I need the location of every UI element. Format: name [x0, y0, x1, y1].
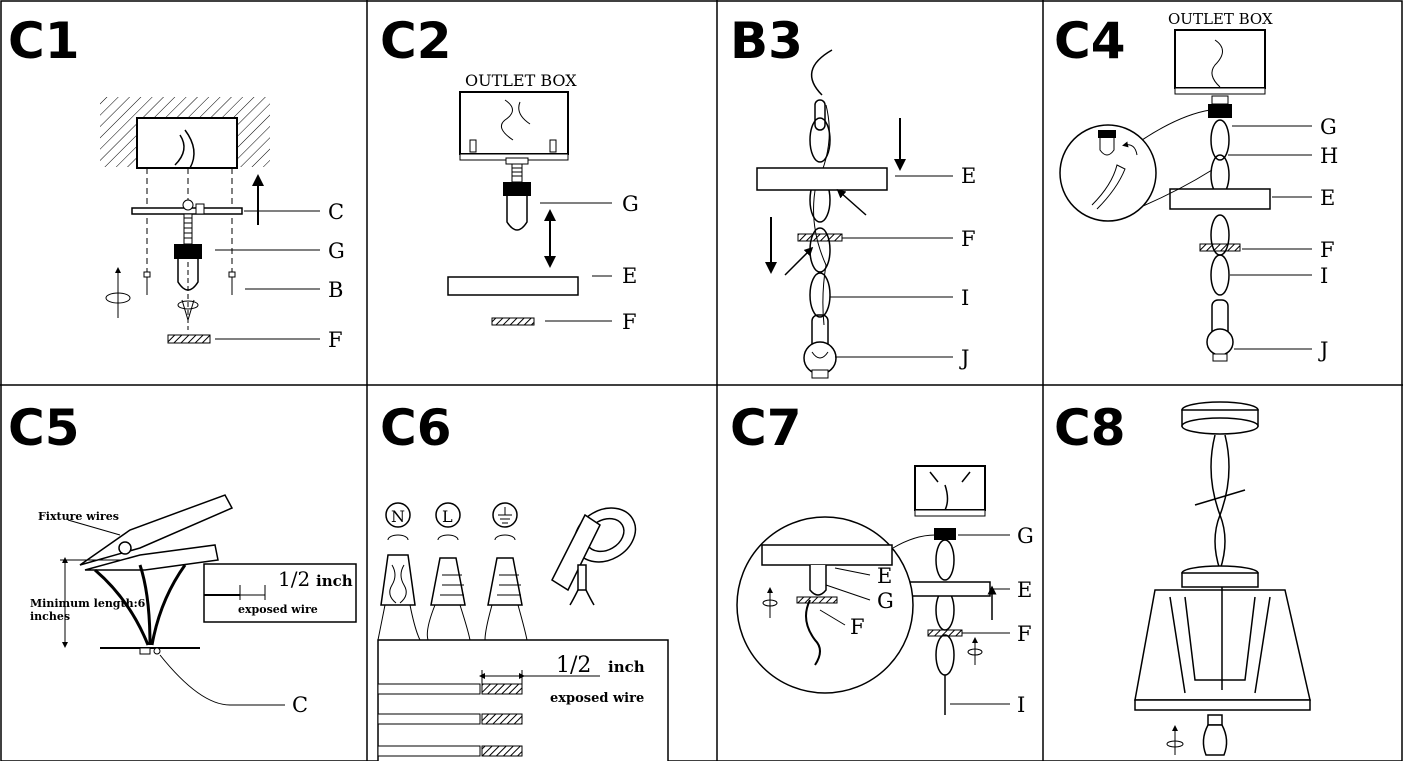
label-i: I	[961, 286, 969, 310]
outlet-box	[914, 465, 986, 511]
zoom-label-e: E	[877, 564, 892, 588]
step-number: C1	[8, 12, 79, 70]
label-f: F	[1320, 238, 1335, 262]
wire-strip-guide	[377, 639, 669, 761]
canopy-nut	[167, 334, 211, 344]
mounting-screws	[143, 271, 236, 295]
outlet-box-label: OUTLET BOX	[465, 71, 577, 90]
chain	[809, 99, 831, 356]
label-i: I	[1017, 693, 1025, 717]
panel-c8: C8	[1054, 399, 1311, 756]
exposed-wire-label: exposed wire	[550, 691, 644, 706]
loop-nut	[174, 244, 202, 259]
label-e: E	[622, 264, 637, 288]
detail-zoom	[1059, 124, 1157, 222]
wire-stripper	[79, 494, 234, 571]
label-g: G	[328, 239, 345, 263]
step-number: C5	[8, 399, 79, 457]
exposed-wire-label: exposed wire	[238, 603, 318, 616]
step-number: C6	[380, 399, 451, 457]
label-c: C	[292, 693, 308, 717]
label-e: E	[1320, 186, 1335, 210]
panel-c2: C2 OUTLET BOX G E F	[380, 12, 639, 334]
minimum-length-label: Minimum length:6	[30, 597, 146, 610]
panel-c5: C5 Fixture wires Minimum length:6 inches…	[8, 399, 357, 717]
zoom-label-g: G	[877, 589, 894, 613]
canopy-nut	[491, 317, 535, 326]
label-i: I	[1320, 264, 1328, 288]
panel-c7: C7 E G F G E F I	[730, 399, 1034, 717]
canopy-nut	[927, 629, 963, 637]
label-j: J	[1318, 338, 1328, 362]
fixture-wires-label: Fixture wires	[38, 510, 119, 523]
panel-c6: C6 N L	[377, 399, 669, 761]
ground-symbol	[492, 502, 518, 528]
label-g: G	[622, 192, 639, 216]
label-f: F	[1017, 622, 1032, 646]
panel-c1: C1	[8, 12, 345, 352]
minimum-length-unit: inches	[30, 610, 70, 623]
neutral-symbol: N	[391, 507, 405, 526]
canopy-e	[756, 167, 888, 191]
outlet-box-label: OUTLET BOX	[1168, 10, 1273, 28]
label-e: E	[1017, 578, 1032, 602]
loop-nut	[934, 528, 956, 540]
label-g: G	[1017, 524, 1034, 548]
label-j: J	[959, 346, 969, 370]
label-h: H	[1320, 144, 1338, 168]
electrical-tape	[551, 507, 637, 606]
label-e: E	[961, 164, 976, 188]
step-number: C4	[1054, 12, 1125, 70]
step-number: C2	[380, 12, 451, 70]
half-inch-value: 1/2	[278, 567, 310, 591]
loop-nut	[1208, 104, 1232, 118]
label-g: G	[1320, 115, 1337, 139]
half-inch-value: 1/2	[556, 653, 591, 678]
label-f: F	[328, 328, 343, 352]
half-inch-unit: inch	[608, 658, 645, 676]
canopy-e	[1169, 188, 1271, 210]
step-number: C8	[1054, 399, 1125, 457]
canopy-nut	[797, 233, 843, 242]
half-inch-unit: inch	[316, 572, 353, 590]
panel-b3: B3 E F I J	[730, 12, 976, 379]
loop-nut	[503, 182, 531, 196]
ceiling-cutout	[136, 117, 238, 169]
exposed-wire-detail	[203, 563, 357, 623]
label-b: B	[328, 278, 343, 302]
step-number: C7	[730, 399, 801, 457]
panel-c4: C4 OUTLET BOX G H E F I J	[1054, 10, 1338, 362]
canopy-e	[447, 276, 579, 296]
step-number: B3	[730, 12, 803, 70]
canopy-e	[909, 581, 991, 597]
canopy-nut	[1199, 243, 1241, 252]
label-f: F	[961, 227, 976, 251]
label-f: F	[622, 310, 637, 334]
label-c: C	[328, 200, 344, 224]
live-symbol: L	[442, 507, 453, 526]
zoom-label-f: F	[850, 615, 865, 639]
assembled-lantern	[1134, 401, 1311, 711]
bulb-icon	[1202, 714, 1228, 756]
